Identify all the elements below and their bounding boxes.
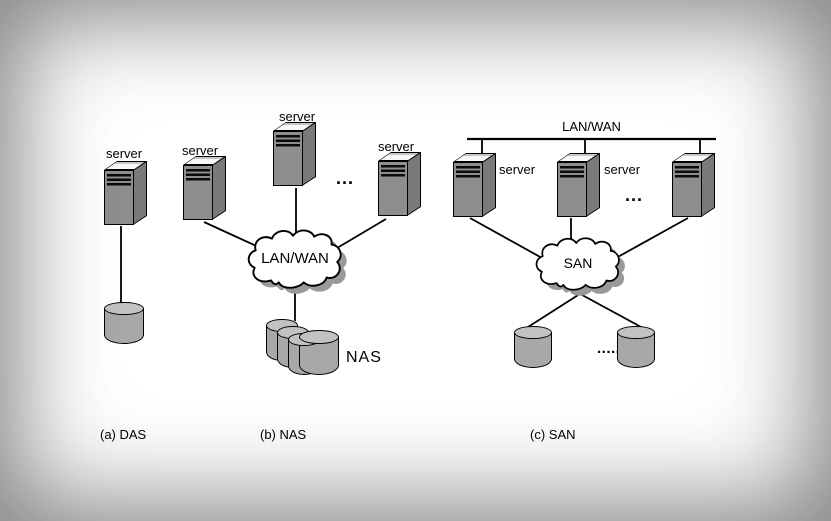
tower-front-face (378, 161, 408, 216)
das-server-tower (104, 160, 147, 225)
tower-front-face (104, 170, 134, 225)
das-caption: (a) DAS (100, 427, 147, 442)
nas-server-label-2: server (279, 109, 316, 124)
san-caption: (c) SAN (530, 427, 576, 442)
tower-vents (276, 135, 300, 148)
das-server-label: server (106, 146, 143, 161)
san-servers-ellipsis: ... (625, 185, 644, 205)
tower-vents (560, 166, 584, 179)
nas-servers-ellipsis: ... (336, 168, 355, 188)
tower-vents (456, 166, 480, 179)
tower-vents (381, 165, 405, 178)
nas-server3-cloud-link (331, 218, 387, 252)
san-server-label-2: server (604, 162, 641, 177)
tower-vents (107, 174, 131, 187)
das-disk (104, 302, 144, 344)
disk-top (104, 302, 144, 316)
tower-side-face (132, 160, 147, 225)
tower-front-face (672, 162, 702, 217)
tower-side-face (211, 155, 226, 220)
san-server-label-1: server (499, 162, 536, 177)
nas-server-tower-3 (378, 151, 421, 216)
tower-front-face (183, 165, 213, 220)
nas-server-label-3: server (378, 139, 415, 154)
nas-server-tower-1 (183, 155, 226, 220)
tower-front-face (453, 162, 483, 217)
san-cloud-label: SAN (563, 255, 593, 271)
san-disk-2 (617, 326, 655, 368)
nas-caption: (b) NAS (260, 427, 307, 442)
san-server-tower-3 (672, 152, 715, 217)
san-server-tower-2 (557, 152, 600, 217)
nas-server-label-1: server (182, 143, 219, 158)
tower-side-face (481, 152, 496, 217)
san-server-tower-1 (453, 152, 496, 217)
disk-top (299, 330, 339, 345)
disk-top (514, 326, 552, 340)
tower-front-face (273, 131, 303, 186)
nas-cloud-label: LAN/WAN (261, 250, 329, 267)
disk-body (104, 308, 144, 344)
nas-storage-label: NAS (346, 349, 382, 366)
tower-vents (186, 169, 210, 182)
nas-server-tower-2 (273, 121, 316, 186)
san-disk-1 (514, 326, 552, 368)
nas-storage-cylinder-4 (299, 330, 339, 375)
tower-side-face (301, 121, 316, 186)
tower-side-face (700, 152, 715, 217)
tower-side-face (406, 151, 421, 216)
disk-top (617, 326, 655, 340)
san-bus-label: LAN/WAN (562, 119, 621, 134)
tower-front-face (557, 162, 587, 217)
tower-vents (675, 166, 699, 179)
tower-side-face (585, 152, 600, 217)
